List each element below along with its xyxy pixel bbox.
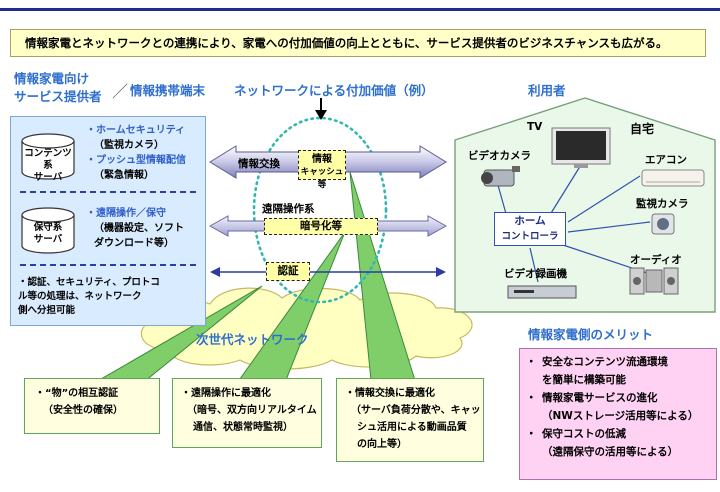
encryption-box: 暗号化等 [264,218,378,235]
device-audio: オーディオ [630,254,682,266]
header-slash: ／ [112,82,129,101]
panel-divider-2 [20,264,196,266]
headline-banner: 情報家電とネットワークとの連携により、家電への付加価値の向上とともに、サービス提… [10,29,706,57]
merit-item: （遠隔保守の活用等による） [542,446,679,458]
provider-header-line2: サービス提供者 [14,89,102,104]
processing-note: ・認証、セキュリティ、プロトコ ル等の処理は、ネットワーク 側へ分担可能 [18,277,160,316]
home-title: 自宅 [630,122,655,136]
contents-services: ・ホームセキュリティ （監視カメラ） ・プッシュ型情報配信 （緊急情報） [86,125,186,181]
panel-divider-1 [20,191,196,193]
contents-server-icon [21,133,75,180]
auth-box: 認証 [266,262,310,281]
home-house [454,97,716,313]
maintenance-server-label: 保守系サーバ [33,222,63,245]
merit-item: を簡単に構築可能 [542,374,626,386]
maintenance-server-icon [21,207,75,254]
device-video-camera: ビデオカメラ [468,150,531,162]
remote-op-label: 遠隔操作系 [262,203,315,215]
info-cache-box: 情報 キャッシュ等 [298,150,346,190]
next-gen-network-label: 次世代ネットワーク [196,332,309,347]
provider-header-line1: 情報家電向け [14,71,90,86]
terminal-header: 情報携帯端末 [130,83,206,98]
device-video-recorder: ビデオ録画機 [504,268,567,280]
device-monitor-camera: 監視カメラ [636,198,689,210]
merit-item: ・安全なコンテンツ流通環境 [526,356,668,368]
callout-remote-op: ・遠隔操作に最適化 （暗号、双方向リアルタイム 通信、状態常時監視） [172,378,322,448]
merit-item: ・情報家電サービスの進化 [526,392,658,404]
contents-server-label: コンテンツ系サーバ [24,148,72,183]
maintenance-services: ・遠隔操作／保守 （機器設定、ソフト ダウンロード等） [86,208,184,249]
merit-item: （NWストレージ活用等による） [542,410,699,422]
value-added-header: ネットワークによる付加価値（例） [234,83,434,98]
user-header: 利用者 [528,83,566,98]
merit-title: 情報家電側のメリット [528,327,654,342]
callout-auth: ・“物”の相互認証 （安全性の確保） [24,378,160,434]
device-tv: TV [527,121,543,133]
top-rule [0,8,720,11]
merits-box: ・安全なコンテンツ流通環境 を簡単に構築可能 ・情報家電サービスの進化 （NWス… [519,348,717,480]
merit-item: ・保守コストの低減 [526,428,626,440]
callout-info-exchange: ・情報交換に最適化 （サーバ負荷分散や、キャッ シュ活用による動画品質 の向上等… [336,378,484,462]
device-aircon: エアコン [645,154,687,166]
home-controller-hub: ホーム コントローラ [494,212,566,246]
info-exchange-label: 情報交換 [238,158,280,170]
